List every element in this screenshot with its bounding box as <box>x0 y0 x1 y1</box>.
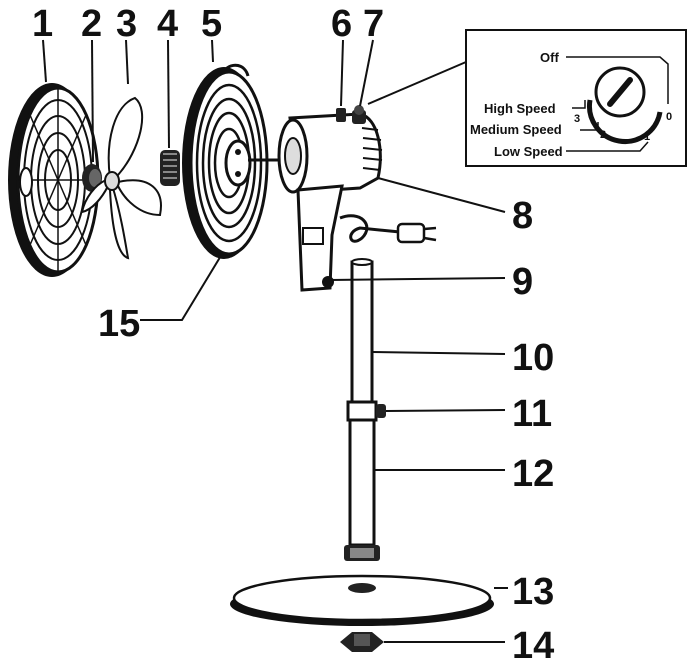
speed-switch-knob <box>352 105 366 124</box>
part-number-5: 5 <box>201 3 222 45</box>
switch-num-low: 1 <box>644 131 650 143</box>
part-number-6: 6 <box>331 3 352 45</box>
part-number-13: 13 <box>512 571 554 613</box>
part-number-10: 10 <box>512 337 554 379</box>
part-number-1: 1 <box>32 3 53 45</box>
part-number-14: 14 <box>512 625 554 667</box>
part-number-15: 15 <box>98 303 140 345</box>
part-number-12: 12 <box>512 453 554 495</box>
power-cord <box>339 214 437 244</box>
lower-pole <box>344 418 380 561</box>
leader-lines <box>42 39 508 643</box>
round-base <box>230 574 494 626</box>
switch-label-low: Low Speed <box>494 144 563 159</box>
part-number-9: 9 <box>512 261 533 303</box>
speed-switch-inset: Off High Speed 3 Medium Speed 2 Low Spee… <box>465 29 687 167</box>
part-number-11: 11 <box>512 393 552 435</box>
base-nut <box>340 632 384 652</box>
rear-grille <box>182 63 269 259</box>
switch-label-off: Off <box>540 50 559 65</box>
height-lock-collar <box>346 400 386 422</box>
switch-label-high: High Speed <box>484 101 556 116</box>
upper-pole <box>350 258 374 406</box>
switch-label-medium: Medium Speed <box>470 122 562 137</box>
fan-blade <box>80 96 162 260</box>
part-number-8: 8 <box>512 195 533 237</box>
part-number-2: 2 <box>81 3 102 45</box>
tilt-lock-knob <box>322 276 334 288</box>
part-number-4: 4 <box>157 3 178 45</box>
switch-num-medium: 2 <box>600 129 606 141</box>
switch-num-high: 3 <box>574 113 580 125</box>
switch-num-off: 0 <box>666 111 672 123</box>
blade-retainer-nut <box>160 150 180 186</box>
oscillation-knob <box>336 108 346 122</box>
part-number-3: 3 <box>116 3 137 45</box>
motor-housing <box>277 112 383 292</box>
part-number-7: 7 <box>363 3 384 45</box>
